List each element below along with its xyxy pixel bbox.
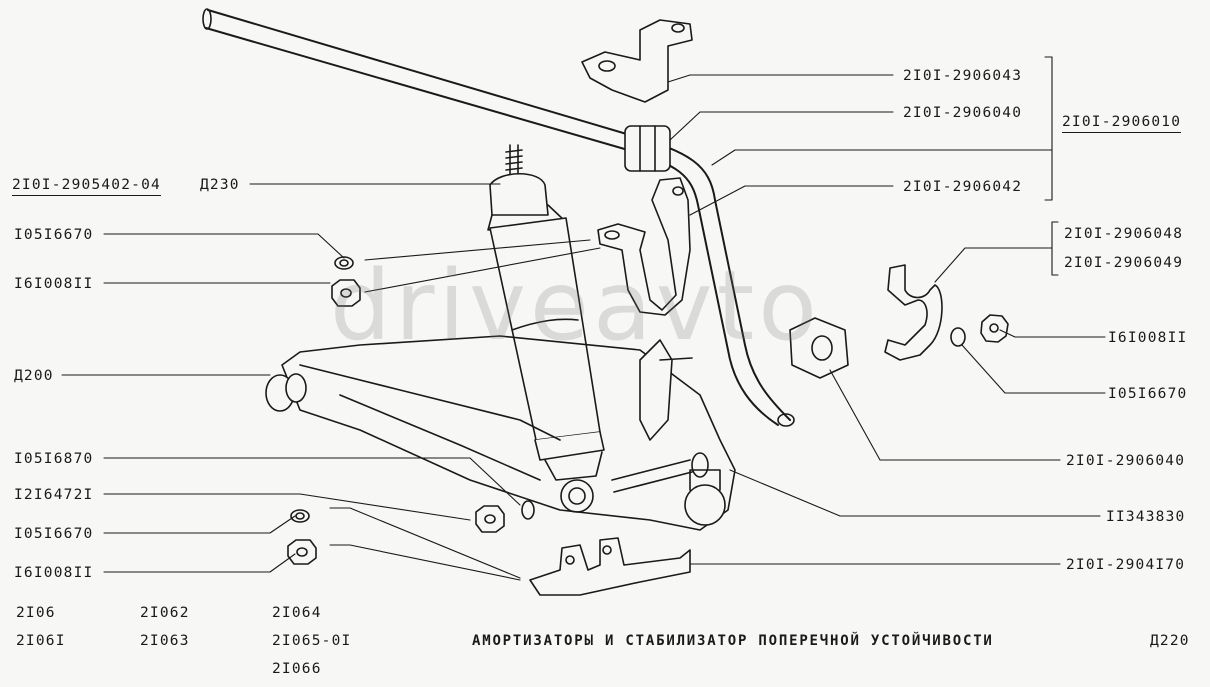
bracket-body bbox=[597, 177, 691, 316]
label-bolt-11343830: II343830 bbox=[1106, 509, 1186, 525]
label-clamp-2906048: 2I0I-2906048 bbox=[1064, 226, 1184, 242]
label-nut-a: I6I008II bbox=[14, 276, 94, 292]
shock-absorber bbox=[487, 144, 605, 513]
label-washer-b: I05I6670 bbox=[14, 526, 94, 542]
watermark: driveavto bbox=[330, 250, 821, 362]
ball-joint bbox=[611, 452, 726, 526]
model-21065-01: 2I065-0I bbox=[272, 633, 352, 649]
model-21066: 2I066 bbox=[272, 661, 322, 677]
label-nut-b: I6I008II bbox=[14, 565, 94, 581]
label-assembly-main: 2I0I-2905402-04 bbox=[12, 176, 161, 196]
bar-bushing-upper bbox=[624, 125, 671, 172]
link-bolt bbox=[639, 339, 693, 441]
label-clamp-2906049: 2I0I-2906049 bbox=[1064, 255, 1184, 271]
label-d200: Д200 bbox=[14, 368, 54, 384]
label-assembly-2906010: 2I0I-2906010 bbox=[1062, 113, 1182, 133]
bar-bushing-right bbox=[789, 317, 849, 379]
label-nut-c: I6I008II bbox=[1108, 330, 1188, 346]
label-bracket-2906043: 2I0I-2906043 bbox=[903, 68, 1023, 84]
leader-lines bbox=[61, 56, 1106, 581]
model-21064: 2I064 bbox=[272, 605, 322, 621]
label-bushing-2906040-a: 2I0I-2906040 bbox=[903, 105, 1023, 121]
label-bracket-2904170: 2I0I-2904I70 bbox=[1066, 557, 1186, 573]
model-21063: 2I063 bbox=[140, 633, 190, 649]
label-nut-121647: I2I6472I bbox=[14, 487, 94, 503]
label-washer-105168: I05I6870 bbox=[14, 451, 94, 467]
model-21061: 2I06I bbox=[16, 633, 66, 649]
label-bracket-2906042: 2I0I-2906042 bbox=[903, 179, 1023, 195]
label-bushing-2906040-b: 2I0I-2906040 bbox=[1066, 453, 1186, 469]
lower-control-arm bbox=[265, 335, 736, 531]
clamp-right bbox=[884, 264, 943, 361]
stabilizer-bar bbox=[202, 8, 795, 427]
bracket-upper bbox=[581, 19, 693, 103]
fasteners bbox=[287, 256, 1009, 565]
diagram-title: АМОРТИЗАТОРЫ И СТАБИЛИЗАТОР ПОПЕРЕЧНОЙ У… bbox=[472, 633, 994, 649]
label-d230: Д230 bbox=[200, 177, 240, 193]
label-washer-c: I05I6670 bbox=[1108, 386, 1188, 402]
model-2106: 2I06 bbox=[16, 605, 56, 621]
page-code: Д220 bbox=[1150, 633, 1190, 649]
model-21062: 2I062 bbox=[140, 605, 190, 621]
bracket-lower bbox=[529, 537, 691, 596]
label-washer-a: I05I6670 bbox=[14, 227, 94, 243]
